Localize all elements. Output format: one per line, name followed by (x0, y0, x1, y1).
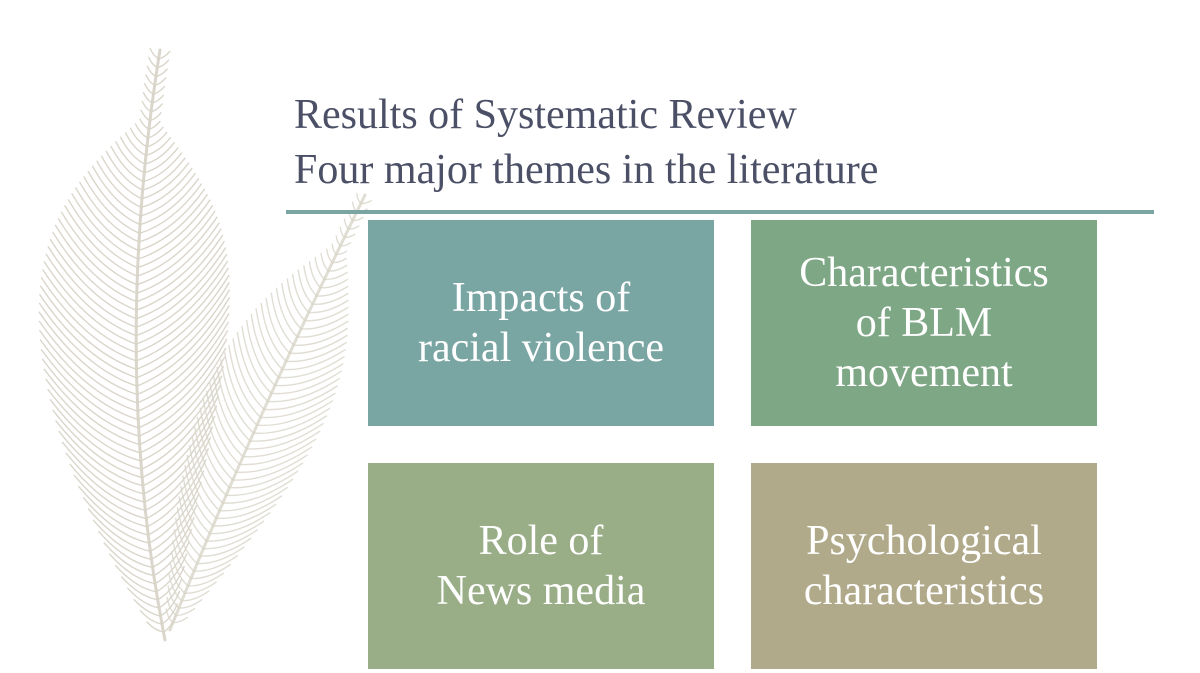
theme-label-line: News media (436, 568, 646, 614)
title-divider (286, 210, 1154, 214)
feather-icon (38, 47, 372, 642)
theme-label-line: Role of (478, 518, 604, 564)
theme-label-line: movement (835, 350, 1013, 396)
theme-label: Psychological characteristics (804, 516, 1044, 616)
theme-label-line: Impacts of (451, 275, 631, 321)
theme-label: Role of News media (437, 516, 646, 616)
theme-label: Characteristics of BLM movement (799, 248, 1049, 398)
title-line-1: Results of Systematic Review (294, 92, 797, 138)
theme-box-role-of-news-media: Role of News media (368, 463, 714, 669)
theme-label: Impacts of racial violence (418, 273, 664, 373)
theme-box-psychological-characteristics: Psychological characteristics (751, 463, 1097, 669)
theme-box-impacts-of-racial-violence: Impacts of racial violence (368, 220, 714, 426)
theme-label-line: racial violence (417, 325, 664, 371)
slide-title: Results of Systematic Review Four major … (294, 88, 878, 198)
theme-box-characteristics-of-blm-movement: Characteristics of BLM movement (751, 220, 1097, 426)
theme-label-line: of BLM (855, 300, 993, 346)
theme-label-line: Characteristics (799, 250, 1049, 296)
theme-label-line: characteristics (803, 568, 1045, 614)
theme-label-line: Psychological (806, 518, 1042, 564)
title-line-2: Four major themes in the literature (294, 147, 879, 193)
